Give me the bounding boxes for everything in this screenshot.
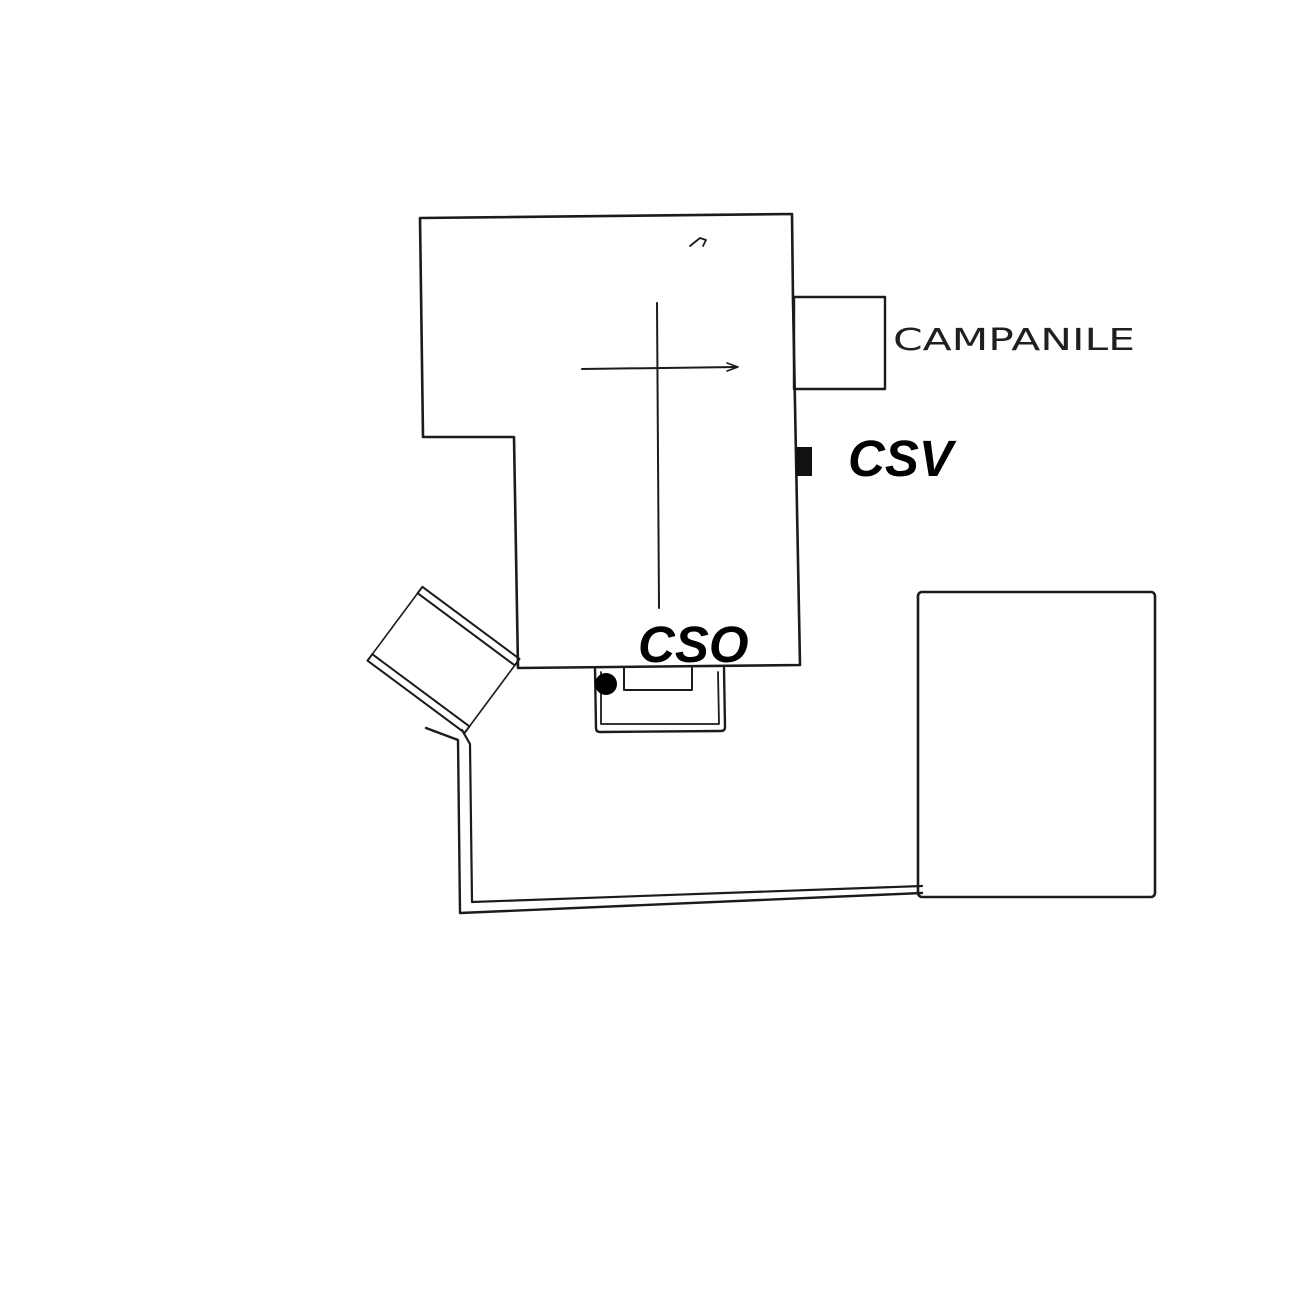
enclosure-wall-outer (424, 726, 924, 915)
entrance-porch (593, 666, 727, 734)
cso-label: CSO (638, 616, 749, 673)
csv-marker (796, 447, 812, 476)
porch-doorway (623, 667, 693, 691)
enclosure-wall (424, 726, 924, 915)
cso-marker-dot (595, 673, 617, 695)
staircase (366, 585, 521, 734)
cross-vertical-line (656, 302, 660, 609)
enclosure-wall-inner (460, 728, 924, 904)
church-body (418, 212, 802, 670)
staircase-upper-rail (416, 585, 521, 667)
pen-mark (689, 237, 707, 247)
campanile-label: CAMPANILE (893, 323, 1135, 358)
cross-symbol (581, 302, 739, 609)
adjacent-building-block (916, 590, 1157, 899)
csv-label: CSV (848, 430, 957, 487)
campanile-block (792, 295, 887, 391)
cross-arrow-tip (726, 362, 739, 372)
porch-inner-outline (600, 671, 720, 725)
porch-outer-outline (593, 666, 727, 734)
staircase-lower-rail (366, 653, 471, 734)
cross-horizontal-line (581, 366, 738, 370)
